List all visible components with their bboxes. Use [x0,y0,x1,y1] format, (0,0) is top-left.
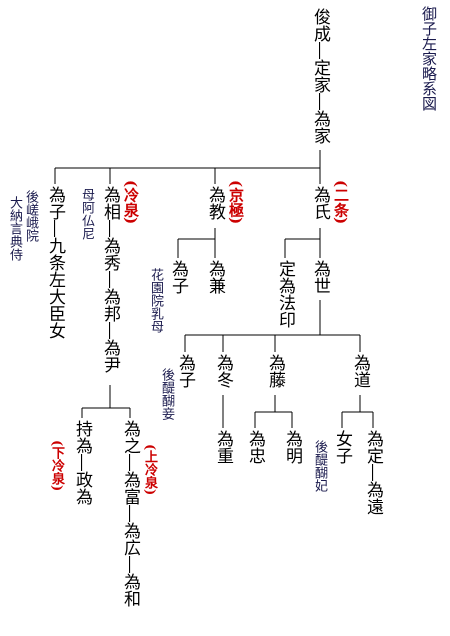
person-tamesuke: 為相 [100,186,120,220]
house-kami-reizei: (上冷泉) [142,444,157,496]
person-tameie: 為家 [310,110,330,144]
person-tametomi: 為富 [120,471,140,505]
note-godaigo-shou: 後醍醐妾 [159,368,174,420]
person-tamefuyu: 為冬 [213,354,233,388]
person-tametoo: 為遠 [363,481,383,515]
person-tamesuke-line: 為相―為秀―為邦―為尹 [100,186,120,373]
person-jouihoin: 定為法印 [275,260,295,328]
person-kujo-daughter: 九条左大臣女 [45,237,65,339]
house-nijo: (二条) [332,180,350,225]
person-tameko1: 為子 [45,186,65,220]
person-tameko2: 為子 [168,260,188,294]
person-tameyuki-line: 為之―為富―為広―為和 [120,420,140,607]
house-kyogoku: (京極) [227,180,245,225]
person-tameyuki: 為之 [120,420,140,454]
diagram-title: 御子左家略系図 [420,6,438,111]
person-tamemichi: 為道 [350,354,370,388]
person-tamehiro: 為広 [120,522,140,556]
person-tameko3: 為子 [175,354,195,388]
person-tamemasa: 為尹 [100,339,120,373]
note-hanazono: 花園院乳母 [148,268,163,333]
note-gosaga: 後嵯峨院 [23,190,38,242]
house-reizei: (冷泉) [122,180,140,225]
note-godaigo-hi: 後醍醐妃 [312,440,327,492]
person-tamesada-line: 為定―為遠 [363,430,383,515]
person-tameuji: 為氏 [310,186,330,220]
person-tameshige: 為重 [213,430,233,464]
person-tamehide: 為秀 [100,237,120,271]
person-tamekazu: 為和 [120,573,140,607]
person-tamesada: 為定 [363,430,383,464]
note-mother-abutsu: 母阿仏尼 [79,188,94,240]
house-shimo-reizei: (下冷泉) [49,440,64,492]
person-nyoshi: 女子 [332,430,352,464]
person-tameaki: 為明 [282,430,302,464]
person-tamekane: 為兼 [205,260,225,294]
person-tamekuni: 為邦 [100,288,120,322]
person-tameko1-line: 為子―九条左大臣女 [45,186,65,339]
person-mochitame: 持為 [72,420,92,454]
person-shunzei: 俊成 [310,8,330,42]
person-teika: 定家 [310,59,330,93]
person-tamenori: 為教 [205,186,225,220]
person-tameyo: 為世 [310,260,330,294]
person-shunzei-teika-tameie: 俊成―定家―為家 [310,8,330,144]
person-tametada: 為忠 [245,430,265,464]
person-mochitame-line: 持為―政為 [72,420,92,505]
person-masatame: 政為 [72,471,92,505]
note-dainagon: 大納言典侍 [7,196,22,261]
person-tamefuji: 為藤 [265,354,285,388]
